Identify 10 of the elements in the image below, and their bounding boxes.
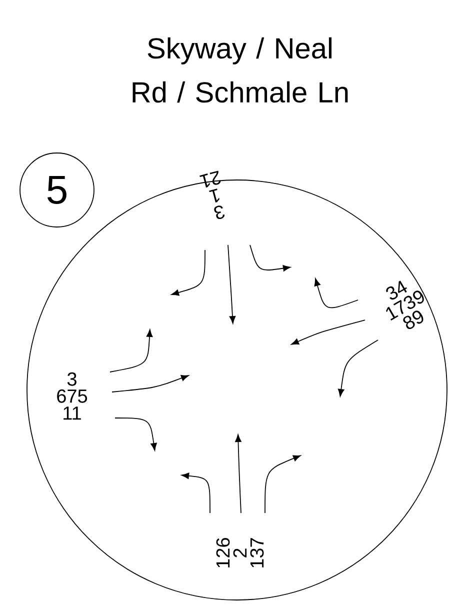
title: Skyway / Neal Rd / Schmale Ln (132, 37, 348, 103)
volume-number: 21 (200, 170, 221, 188)
volume-number: 3 (214, 206, 224, 220)
volume-number: 137 (250, 538, 264, 568)
volume-number: 675 (57, 389, 88, 403)
volume-number: 2 (233, 548, 247, 558)
volume-number: 126 (216, 538, 230, 568)
volume-number: 11 (64, 406, 81, 420)
volume-number: 3 (67, 372, 76, 386)
volume-number: 1 (209, 188, 220, 203)
